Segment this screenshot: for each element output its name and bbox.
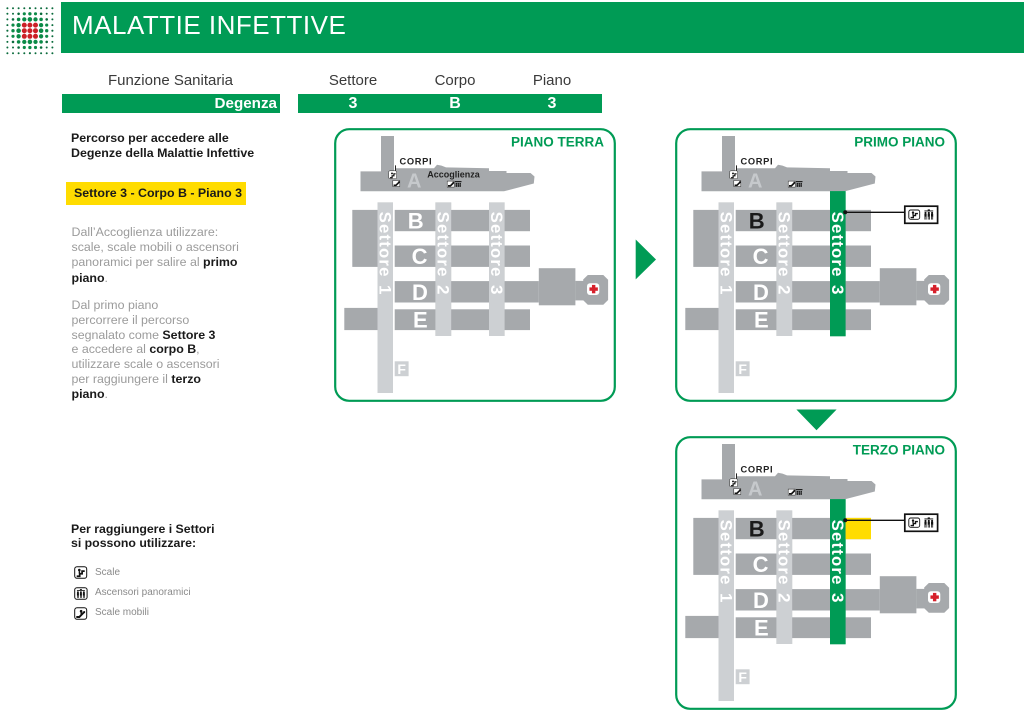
svg-text:Accoglienza: Accoglienza [427, 170, 481, 180]
svg-text:C: C [753, 552, 769, 577]
svg-text:A: A [748, 171, 762, 193]
svg-text:Settore: Settore [774, 212, 793, 278]
svg-text:Settore: Settore [716, 212, 735, 278]
svg-text:Settore: Settore [375, 212, 394, 278]
svg-text:E: E [754, 308, 769, 333]
svg-text:1: 1 [716, 593, 735, 602]
svg-text:3: 3 [828, 285, 847, 294]
svg-text:2: 2 [433, 285, 452, 294]
svg-text:A: A [748, 479, 762, 501]
svg-text:D: D [412, 280, 428, 305]
svg-text:Settore: Settore [828, 212, 847, 278]
svg-text:PIANO TERRA: PIANO TERRA [511, 135, 604, 150]
svg-text:Settore: Settore [433, 212, 452, 278]
svg-text:E: E [413, 308, 428, 333]
svg-text:CORPI: CORPI [400, 156, 433, 166]
svg-text:1: 1 [375, 285, 394, 294]
svg-text:D: D [753, 588, 769, 613]
svg-text:Settore: Settore [774, 520, 793, 586]
svg-text:Settore: Settore [716, 520, 735, 586]
svg-text:CORPI: CORPI [741, 156, 774, 166]
svg-text:B: B [749, 209, 765, 234]
svg-text:2: 2 [774, 593, 793, 602]
svg-text:F: F [738, 669, 747, 685]
svg-text:2: 2 [774, 285, 793, 294]
svg-text:Settore: Settore [487, 212, 506, 278]
svg-text:TERZO PIANO: TERZO PIANO [853, 443, 945, 458]
svg-text:F: F [738, 361, 747, 377]
svg-text:PRIMO PIANO: PRIMO PIANO [854, 135, 945, 150]
svg-text:3: 3 [487, 285, 506, 294]
svg-text:C: C [412, 244, 428, 269]
svg-text:3: 3 [828, 593, 847, 602]
svg-text:B: B [749, 517, 765, 542]
svg-text:F: F [397, 361, 406, 377]
svg-text:A: A [407, 171, 421, 193]
svg-text:C: C [753, 244, 769, 269]
svg-text:Settore: Settore [828, 520, 847, 586]
svg-text:CORPI: CORPI [741, 464, 774, 474]
svg-text:B: B [408, 209, 424, 234]
svg-text:1: 1 [716, 285, 735, 294]
svg-text:D: D [753, 280, 769, 305]
svg-text:E: E [754, 616, 769, 641]
